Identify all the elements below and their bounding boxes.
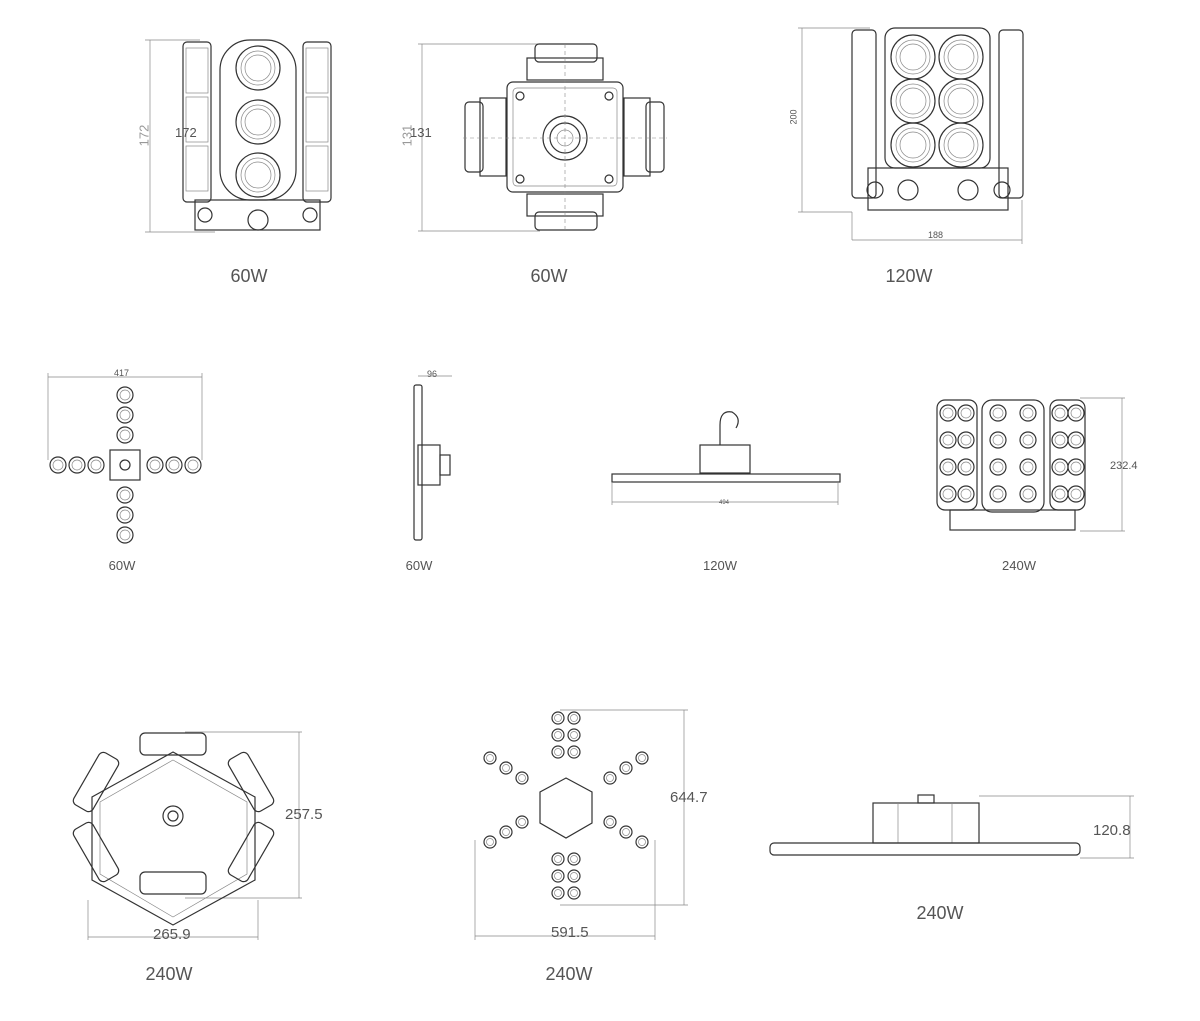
drawing-60w-top	[418, 43, 667, 232]
dim-height: 232.4	[1110, 460, 1138, 472]
caption-60w-front: 60W	[230, 266, 268, 286]
dim-height-rotated: 172	[136, 124, 152, 147]
dim-width: 494	[719, 500, 730, 506]
caption-60w-side: 60W	[405, 558, 433, 573]
dim-width: 417	[114, 368, 130, 378]
caption-240w-hexagon: 240W	[145, 964, 193, 984]
dim-height: 172	[175, 125, 197, 140]
drawing-60w-side	[413, 375, 452, 541]
dim-height: 120.8	[1093, 822, 1131, 839]
caption-120w-side: 120W	[703, 558, 737, 573]
drawing-60w-front	[145, 39, 332, 233]
dim-height: 257.5	[285, 806, 323, 823]
drawing-60w-cross	[47, 373, 203, 544]
drawing-240w-front	[936, 397, 1125, 532]
dim-height: 644.7	[670, 789, 708, 806]
caption-240w-six-arms: 240W	[545, 964, 593, 984]
dim-width: 188	[928, 230, 944, 240]
caption-60w-top: 60W	[530, 266, 568, 286]
drawing-120w-side	[611, 411, 841, 505]
caption-120w-front: 120W	[885, 266, 933, 286]
caption-240w-side: 240W	[916, 903, 964, 923]
dim-width: 591.5	[551, 924, 589, 941]
dim-height: 200	[788, 109, 799, 125]
drawing-240w-hexagon	[72, 731, 302, 940]
dim-width: 96	[427, 369, 438, 379]
drawing-240w-six-arms	[474, 709, 688, 940]
dim-width: 265.9	[153, 926, 191, 943]
drawing-240w-side	[769, 794, 1134, 859]
caption-60w-cross: 60W	[108, 558, 136, 573]
caption-240w-front: 240W	[1002, 558, 1036, 573]
dim-height: 131	[410, 125, 432, 140]
drawing-120w-front	[798, 27, 1024, 244]
